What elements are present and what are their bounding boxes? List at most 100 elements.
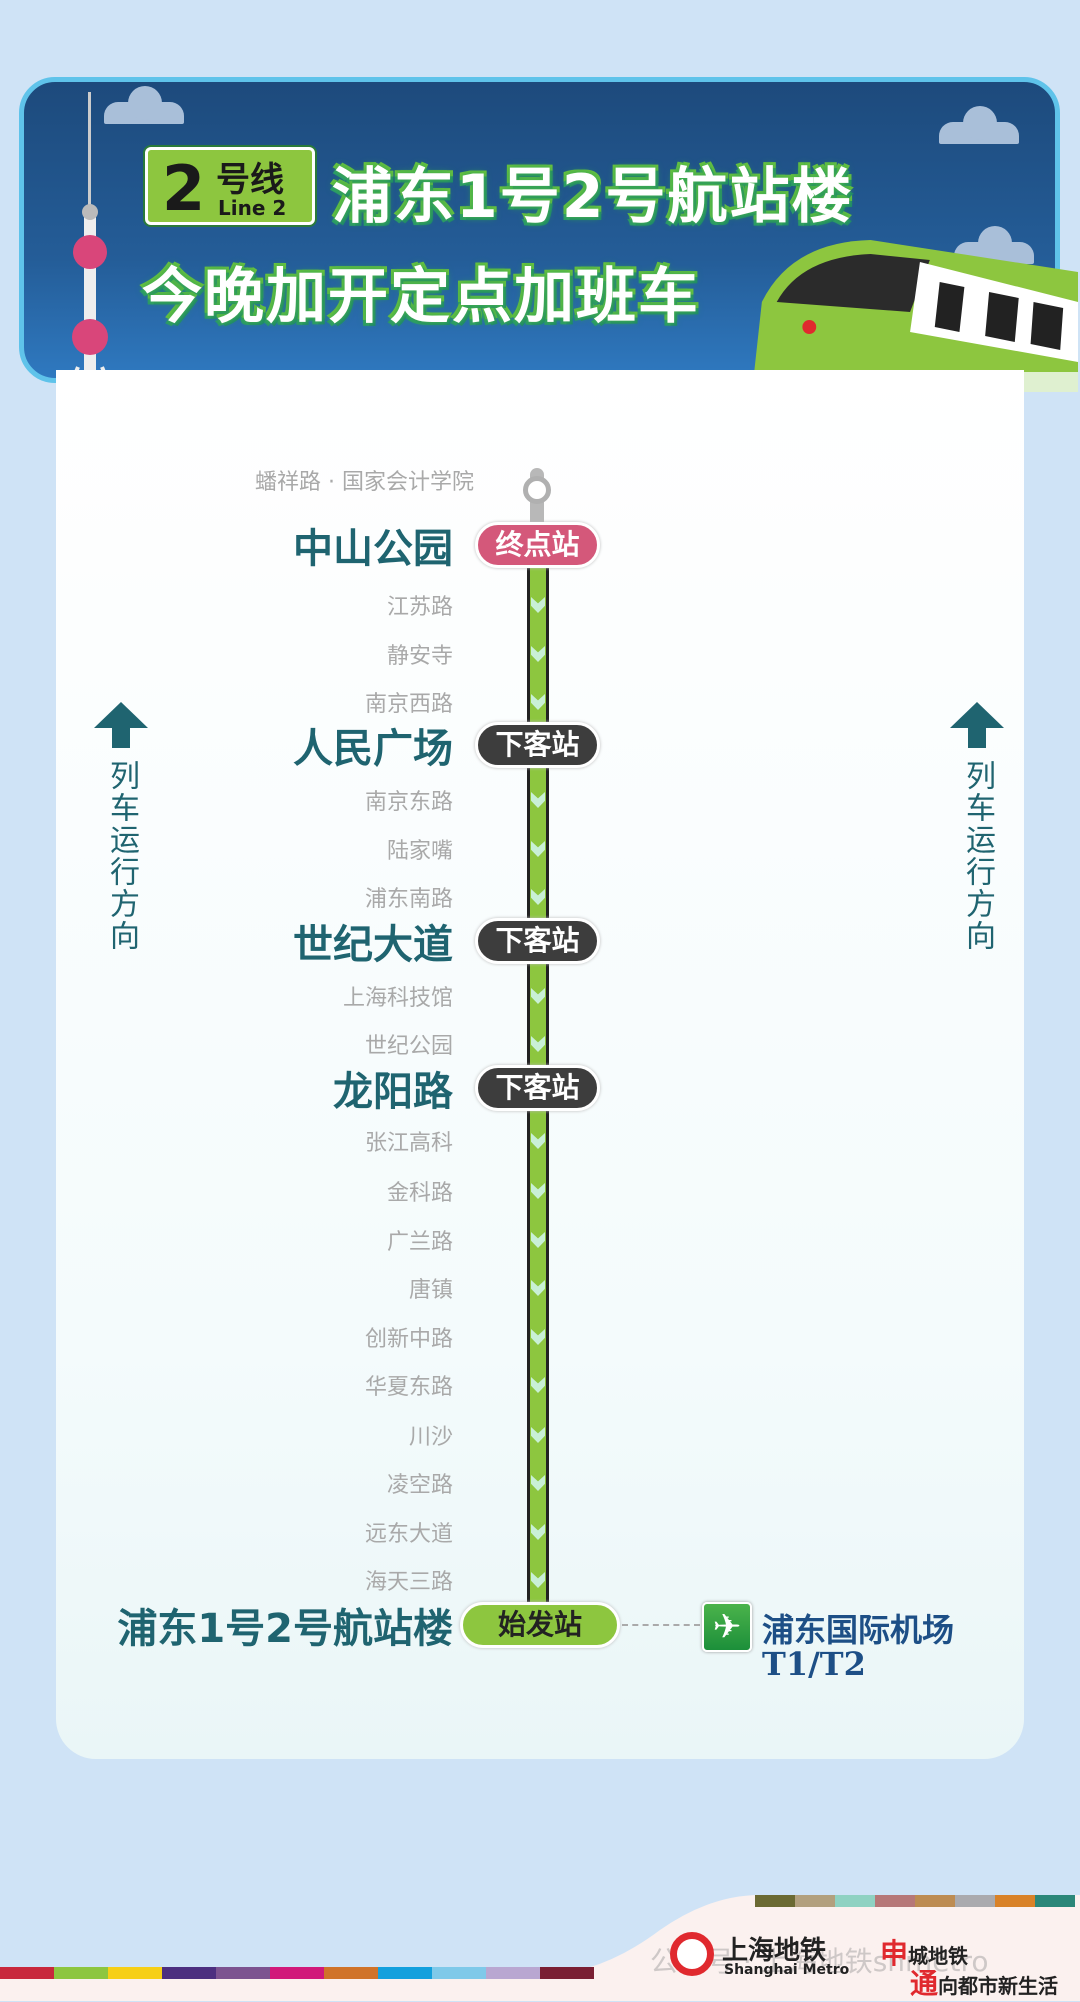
line-color-stripes-upper	[755, 1895, 1075, 1907]
title-line-1: 浦东1号2号航站楼	[332, 162, 854, 232]
cloud-icon	[939, 106, 1019, 144]
line-color-swatch	[955, 1895, 995, 1907]
minor-station: 陆家嘴	[386, 839, 453, 864]
chevron-down-icon	[531, 1475, 545, 1491]
direction-label: 列车运行方向	[960, 760, 995, 952]
slogan-line-1: 申城地铁	[880, 1932, 968, 1972]
direction-label: 列车运行方向	[104, 760, 139, 952]
minor-station: 川沙	[408, 1425, 453, 1450]
chevron-down-icon	[531, 1133, 545, 1149]
line-color-swatch	[995, 1895, 1035, 1907]
major-station: 浦东1号2号航站楼	[117, 1606, 453, 1652]
minor-station: 静安寺	[386, 644, 453, 669]
airport-name: 浦东国际机场	[762, 1611, 955, 1649]
major-station: 人民广场	[293, 726, 453, 772]
arrow-up-icon	[94, 702, 148, 728]
minor-station: 海天三路	[364, 1570, 453, 1595]
train-illustration	[752, 240, 1078, 392]
minor-station: 金科路	[386, 1181, 453, 1206]
line-color-swatch	[216, 1967, 270, 1979]
beyond-station: 蟠祥路 · 国家会计学院	[255, 470, 474, 495]
chevron-down-icon	[531, 1524, 545, 1540]
chevron-down-icon	[531, 1183, 545, 1199]
line-color-swatch	[540, 1967, 594, 1979]
airport-terminals: T1/T2	[762, 1645, 866, 1683]
alight-badge: 下客站	[475, 918, 600, 964]
line-number: 2	[162, 152, 206, 225]
slogan-text: 向都市新生活	[938, 1974, 1059, 1998]
line-color-swatch	[108, 1967, 162, 1979]
line-label-cn: 号线	[216, 160, 284, 200]
major-station: 中山公园	[293, 526, 453, 572]
slogan-em: 通	[910, 1967, 939, 2000]
slogan-line-2: 通向都市新生活	[910, 1962, 1058, 2002]
chevron-down-icon	[531, 646, 545, 662]
oriental-pearl-tower-icon	[70, 92, 110, 382]
line-color-swatch	[755, 1895, 795, 1907]
minor-station: 江苏路	[386, 595, 453, 620]
minor-station: 凌空路	[386, 1473, 453, 1498]
chevron-down-icon	[531, 1427, 545, 1443]
major-station: 龙阳路	[333, 1069, 453, 1115]
airplane-icon: ✈	[702, 1602, 752, 1652]
line-color-swatch	[378, 1967, 432, 1979]
minor-station: 南京东路	[364, 790, 453, 815]
chevron-down-icon	[531, 1036, 545, 1052]
line-2-badge: 2 号线 Line 2	[145, 147, 315, 225]
minor-station: 创新中路	[364, 1327, 453, 1352]
minor-station: 远东大道	[364, 1522, 453, 1547]
minor-station: 张江高科	[364, 1131, 453, 1156]
minor-station: 华夏东路	[364, 1375, 453, 1400]
direction-right: 列车运行方向	[947, 702, 1007, 952]
chevron-down-icon	[531, 792, 545, 808]
minor-station: 南京西路	[364, 692, 453, 717]
chevron-down-icon	[531, 1377, 545, 1393]
footer-wave	[0, 1895, 1080, 2001]
chevron-down-icon	[531, 889, 545, 905]
line-color-swatch	[915, 1895, 955, 1907]
shanghai-metro-logo-icon	[670, 1932, 714, 1976]
chevron-down-icon	[531, 1280, 545, 1296]
origin-badge: 始发站	[460, 1602, 620, 1648]
line-label-en: Line 2	[218, 196, 287, 220]
slogan-em: 申	[880, 1937, 909, 1970]
line-color-swatch	[0, 1967, 54, 1979]
line-color-stripes	[0, 1967, 594, 1979]
line-color-swatch	[795, 1895, 835, 1907]
minor-station: 唐镇	[408, 1278, 453, 1303]
end-ring-icon	[523, 476, 551, 504]
logo-text-cn: 上海地铁	[722, 1936, 827, 1966]
chevron-down-icon	[531, 988, 545, 1004]
line-color-swatch	[432, 1967, 486, 1979]
chevron-down-icon	[531, 841, 545, 857]
minor-station: 广兰路	[386, 1230, 453, 1255]
minor-station: 上海科技馆	[342, 986, 453, 1011]
title-line-2: 今晚加开定点加班车	[142, 262, 700, 332]
line-color-swatch	[162, 1967, 216, 1979]
terminal-badge: 终点站	[475, 522, 600, 568]
chevron-down-icon	[531, 1329, 545, 1345]
major-station: 世纪大道	[293, 922, 453, 968]
line-color-swatch	[486, 1967, 540, 1979]
header-banner	[19, 77, 1060, 383]
airport-connector	[622, 1624, 700, 1626]
logo-text-en: Shanghai Metro	[724, 1962, 850, 1978]
direction-left: 列车运行方向	[91, 702, 151, 952]
minor-station: 世纪公园	[364, 1034, 453, 1059]
chevron-down-icon	[531, 1572, 545, 1588]
slogan-text: 城地铁	[908, 1944, 969, 1968]
line-color-swatch	[270, 1967, 324, 1979]
minor-station: 浦东南路	[364, 887, 453, 912]
cloud-icon	[104, 86, 184, 124]
line-color-swatch	[324, 1967, 378, 1979]
chevron-down-icon	[531, 1232, 545, 1248]
chevron-down-icon	[531, 694, 545, 710]
alight-badge: 下客站	[475, 1065, 600, 1111]
line-color-swatch	[875, 1895, 915, 1907]
line-color-swatch	[835, 1895, 875, 1907]
line-color-swatch	[54, 1967, 108, 1979]
alight-badge: 下客站	[475, 722, 600, 768]
arrow-up-icon	[950, 702, 1004, 728]
line-color-swatch	[1035, 1895, 1075, 1907]
chevron-down-icon	[531, 597, 545, 613]
